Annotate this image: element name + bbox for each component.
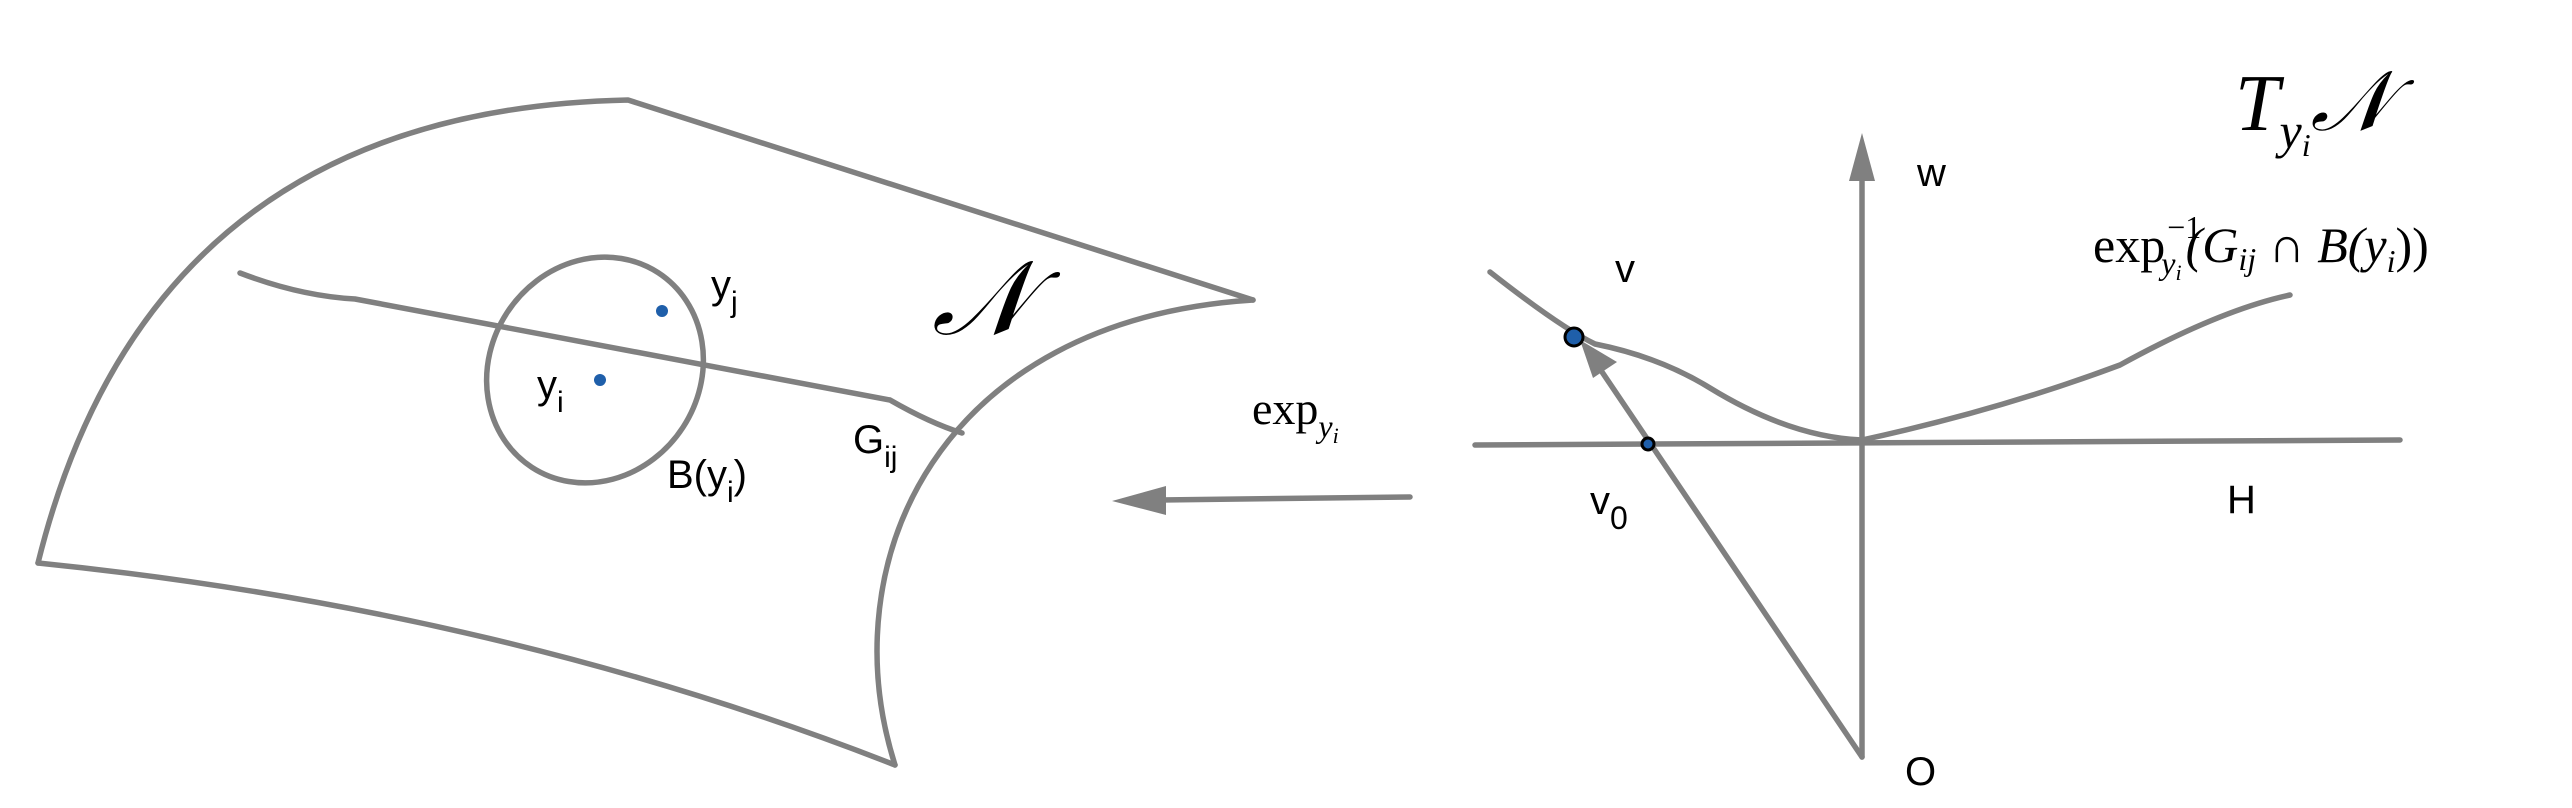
tangent-space (1472, 133, 2403, 760)
axis-w-arrowhead (1849, 133, 1875, 181)
label-geodesic: Gij (853, 418, 897, 474)
point-v (1563, 326, 1585, 348)
label-v0: v0 (1590, 479, 1628, 536)
label-y-i: yi (537, 363, 564, 419)
vector-v-arrowhead (1580, 340, 1617, 378)
plane-H-line (1472, 437, 2403, 448)
label-manifold: 𝒩 (932, 237, 1061, 359)
point-v0 (1640, 436, 1656, 452)
label-axis-w: w (1916, 151, 1946, 195)
surface-top-edge (35, 97, 1256, 566)
label-y-j: yj (711, 263, 738, 319)
surface-right-edge (874, 297, 1256, 768)
label-v: v (1615, 247, 1635, 291)
label-tangent-space: Tyi𝒩 (2235, 52, 2415, 163)
surface-bottom-edge (35, 560, 898, 768)
vector-v-line (1595, 363, 1865, 760)
preimage-curve (1487, 269, 2293, 443)
exp-map-arrow (1112, 486, 1413, 515)
geodesic-curve (237, 270, 965, 436)
label-exp-map: expyi (1252, 383, 1339, 448)
label-origin: O (1905, 750, 1936, 794)
label-H: H (2227, 478, 2256, 522)
manifold-surface (35, 97, 1256, 768)
exp-map-arrowhead (1112, 486, 1166, 515)
label-ball: B(yi) (667, 453, 747, 509)
point-y-j (656, 305, 668, 317)
ball-boundary (483, 254, 707, 486)
point-y-i (594, 374, 606, 386)
